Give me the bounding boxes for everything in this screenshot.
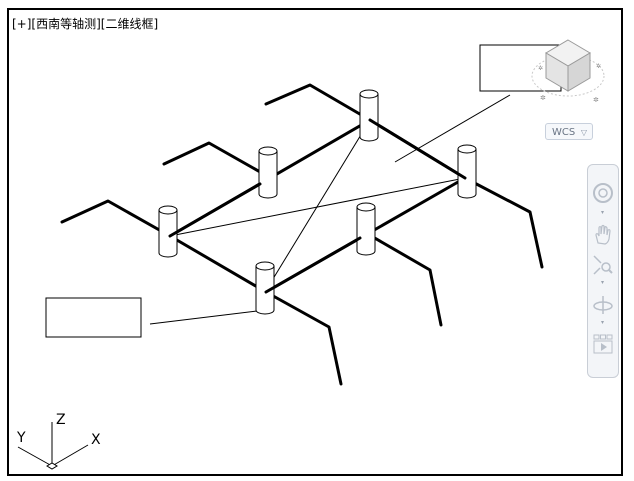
cylinder-column [258, 146, 278, 199]
navigation-bar: ▾ ▾ ▾ [587, 164, 619, 378]
chevron-down-icon: ▽ [580, 128, 587, 137]
svg-text:✲: ✲ [538, 65, 543, 72]
drawing-canvas[interactable]: ✲ ✲ ✲ ✲ Z Y X [9, 10, 621, 474]
ucs-x-label: X [91, 432, 101, 448]
wcs-dropdown[interactable]: WCS ▽ [545, 123, 593, 140]
svg-text:✲: ✲ [593, 96, 599, 104]
showmotion-icon[interactable] [591, 333, 615, 357]
nav-separator: ▾ [601, 319, 605, 326]
cylinder-column [359, 89, 379, 142]
svg-text:✲: ✲ [596, 63, 601, 70]
pan-hand-icon[interactable] [591, 223, 615, 247]
thin-lines [149, 94, 511, 325]
steering-wheel-icon[interactable] [591, 181, 615, 205]
zoom-icon[interactable] [591, 253, 615, 277]
ucs-icon [17, 422, 89, 470]
nav-separator: ▾ [601, 209, 605, 216]
cylinder-column [457, 144, 477, 199]
svg-text:✲: ✲ [540, 94, 546, 102]
viewport-controls-label[interactable]: [+][西南等轴测][二维线框] [12, 17, 159, 31]
orbit-icon[interactable] [591, 293, 615, 317]
beam-frame [60, 83, 544, 386]
ucs-y-label: Y [16, 430, 26, 446]
ucs-z-label: Z [56, 412, 66, 428]
cylinder-column [158, 205, 178, 258]
wcs-label: WCS [552, 127, 576, 138]
nav-separator: ▾ [601, 279, 605, 286]
viewcube[interactable]: ✲ ✲ ✲ ✲ [531, 39, 605, 104]
cylinder-column [255, 261, 275, 315]
beam-overlay [168, 118, 467, 294]
annotation-box-left[interactable] [45, 297, 142, 338]
cylinder-column [356, 202, 376, 256]
model-viewport[interactable]: [+][西南等轴测][二维线框] [7, 8, 623, 476]
